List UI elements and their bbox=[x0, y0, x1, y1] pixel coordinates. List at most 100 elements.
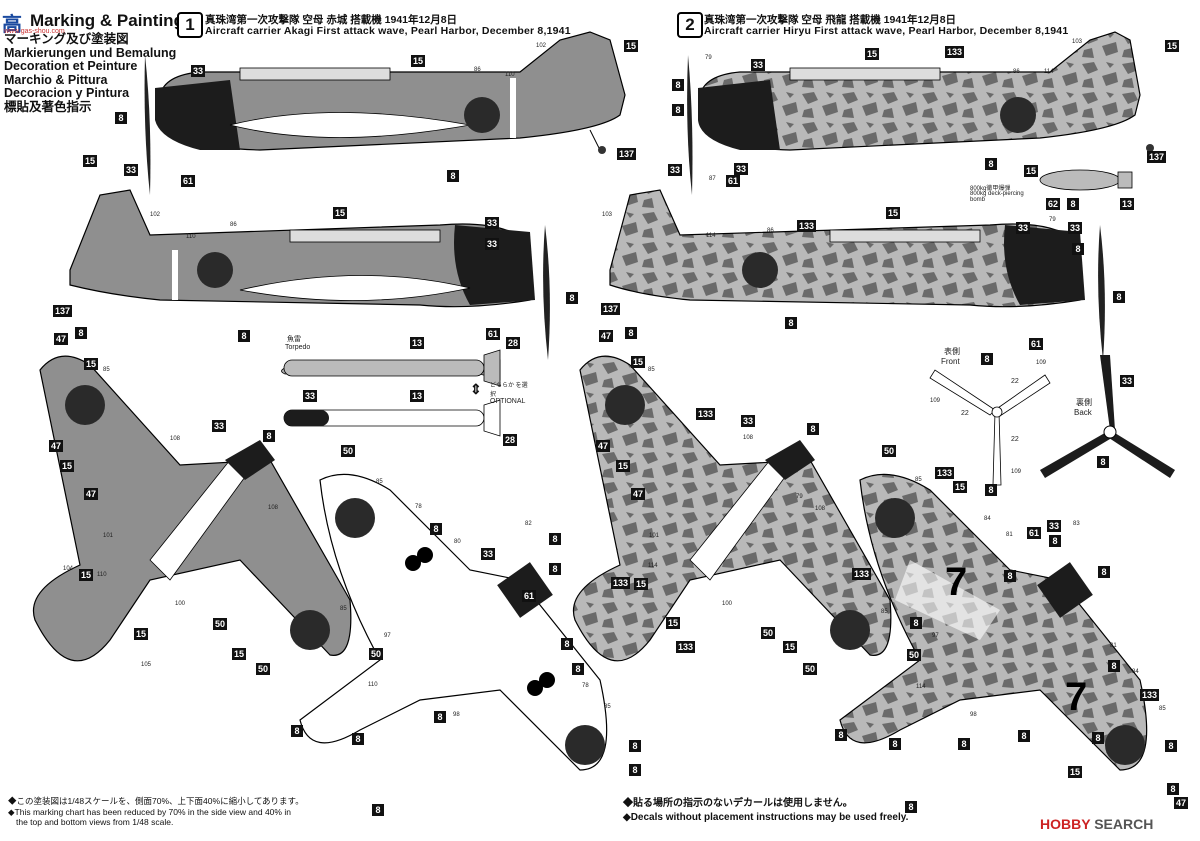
callout-13: 13 bbox=[410, 390, 425, 402]
callout-8: 8 bbox=[115, 112, 127, 124]
callout-8: 8 bbox=[1098, 566, 1110, 578]
callout-8: 8 bbox=[910, 617, 922, 629]
callout-22: 22 bbox=[1011, 436, 1019, 443]
callout-80: 80 bbox=[454, 539, 461, 545]
callout-8: 8 bbox=[629, 740, 641, 752]
callout-15: 15 bbox=[1165, 40, 1180, 52]
callout-33: 33 bbox=[1047, 520, 1062, 532]
callout-50: 50 bbox=[882, 445, 897, 457]
callout-47: 47 bbox=[49, 440, 64, 452]
callout-47: 47 bbox=[596, 440, 611, 452]
callout-8: 8 bbox=[549, 533, 561, 545]
hiryu-bottom-view: 7 7 bbox=[839, 473, 1148, 771]
callout-8: 8 bbox=[1072, 243, 1084, 255]
title-translations: マーキング及び塗装図 Markierungen und Bemalung Dec… bbox=[4, 32, 177, 115]
callout-82: 82 bbox=[525, 521, 532, 527]
callout-100: 100 bbox=[722, 601, 733, 607]
callout-79: 79 bbox=[796, 494, 803, 500]
svg-text:7: 7 bbox=[1065, 675, 1087, 719]
callout-114: 114 bbox=[916, 684, 926, 690]
callout-15: 15 bbox=[616, 460, 631, 472]
callout-8: 8 bbox=[672, 104, 684, 116]
callout-98: 98 bbox=[970, 712, 977, 718]
callout-15: 15 bbox=[60, 460, 75, 472]
decal-note: ◆貼る場所の指示のないデカールは使用しません。 ◆Decals without … bbox=[623, 797, 908, 825]
callout-8: 8 bbox=[1113, 291, 1125, 303]
callout-61: 61 bbox=[726, 175, 741, 187]
callout-15: 15 bbox=[232, 648, 247, 660]
callout-103: 103 bbox=[602, 212, 613, 218]
hiryu-top-view bbox=[573, 355, 892, 662]
callout-61: 61 bbox=[1027, 527, 1042, 539]
callout-15: 15 bbox=[1068, 766, 1083, 778]
callout-50: 50 bbox=[803, 663, 818, 675]
scheme-1-jp: 真珠湾第一次攻撃隊 空母 赤城 搭載機 1941年12月8日 bbox=[205, 14, 458, 26]
callout-8: 8 bbox=[672, 79, 684, 91]
callout-133: 133 bbox=[676, 641, 696, 653]
callout-8: 8 bbox=[549, 563, 561, 575]
callout-102: 102 bbox=[150, 212, 161, 218]
callout-86: 86 bbox=[767, 228, 774, 234]
callout-13: 13 bbox=[410, 337, 425, 349]
callout-84: 84 bbox=[1132, 669, 1139, 675]
callout-28: 28 bbox=[506, 337, 521, 349]
callout-22: 22 bbox=[961, 410, 969, 417]
akagi-side-view-right bbox=[69, 189, 550, 360]
callout-50: 50 bbox=[213, 618, 228, 630]
callout-133: 133 bbox=[696, 408, 716, 420]
watermark-logo: HOBBY SEARCH bbox=[1040, 816, 1153, 832]
callout-8: 8 bbox=[1067, 198, 1079, 210]
callout-85: 85 bbox=[376, 479, 383, 485]
callout-47: 47 bbox=[84, 488, 99, 500]
callout-15: 15 bbox=[84, 358, 99, 370]
callout-33: 33 bbox=[191, 65, 206, 77]
propeller-back-en: Back bbox=[1074, 408, 1092, 417]
callout-100: 100 bbox=[175, 601, 186, 607]
callout-8: 8 bbox=[352, 733, 364, 745]
callout-15: 15 bbox=[624, 40, 639, 52]
callout-81: 81 bbox=[1006, 532, 1013, 538]
callout-84: 84 bbox=[984, 516, 991, 522]
torpedo-label-en: Torpedo bbox=[285, 344, 311, 351]
callout-85: 85 bbox=[1159, 706, 1166, 712]
title-fr: Decoration et Peinture bbox=[4, 59, 138, 74]
callout-8: 8 bbox=[625, 327, 637, 339]
callout-86: 86 bbox=[1013, 69, 1020, 75]
title-de: Markierungen und Bemalung bbox=[4, 45, 177, 60]
callout-8: 8 bbox=[430, 523, 442, 535]
callout-8: 8 bbox=[263, 430, 275, 442]
hiryu-side-view-left bbox=[687, 31, 1154, 195]
decal-note-en: ◆Decals without placement instructions m… bbox=[623, 812, 909, 823]
callout-50: 50 bbox=[256, 663, 271, 675]
callout-61: 61 bbox=[522, 590, 537, 602]
callout-137: 137 bbox=[617, 148, 637, 160]
watermark-word: SEARCH bbox=[1094, 816, 1154, 832]
option-label-en: OPTIONAL bbox=[490, 398, 526, 405]
callout-15: 15 bbox=[886, 207, 901, 219]
callout-8: 8 bbox=[1167, 783, 1179, 795]
callout-79: 79 bbox=[1049, 217, 1056, 223]
callout-15: 15 bbox=[79, 569, 94, 581]
propeller-back bbox=[1040, 355, 1175, 478]
callout-8: 8 bbox=[1092, 732, 1104, 744]
title-it: Marchio & Pittura bbox=[4, 72, 108, 87]
callout-8: 8 bbox=[1097, 456, 1109, 468]
callout-8: 8 bbox=[238, 330, 250, 342]
torpedo-label-jp: 魚雷 bbox=[287, 336, 301, 343]
callout-133: 133 bbox=[1140, 689, 1160, 701]
callout-81: 81 bbox=[1110, 643, 1117, 649]
callout-15: 15 bbox=[666, 617, 681, 629]
callout-8: 8 bbox=[291, 725, 303, 737]
scale-note-jp: ◆この塗装図は1/48スケールを、側面70%、上下面40%に縮小してあります。 bbox=[8, 796, 304, 806]
callout-109: 109 bbox=[1036, 360, 1047, 366]
callout-33: 33 bbox=[741, 415, 756, 427]
callout-8: 8 bbox=[985, 158, 997, 170]
watermark-site: www.gas-shou.com bbox=[4, 28, 65, 35]
callout-15: 15 bbox=[953, 481, 968, 493]
callout-15: 15 bbox=[134, 628, 149, 640]
callout-33: 33 bbox=[1068, 222, 1083, 234]
callout-85: 85 bbox=[648, 367, 655, 373]
callout-15: 15 bbox=[1024, 165, 1039, 177]
callout-33: 33 bbox=[751, 59, 766, 71]
